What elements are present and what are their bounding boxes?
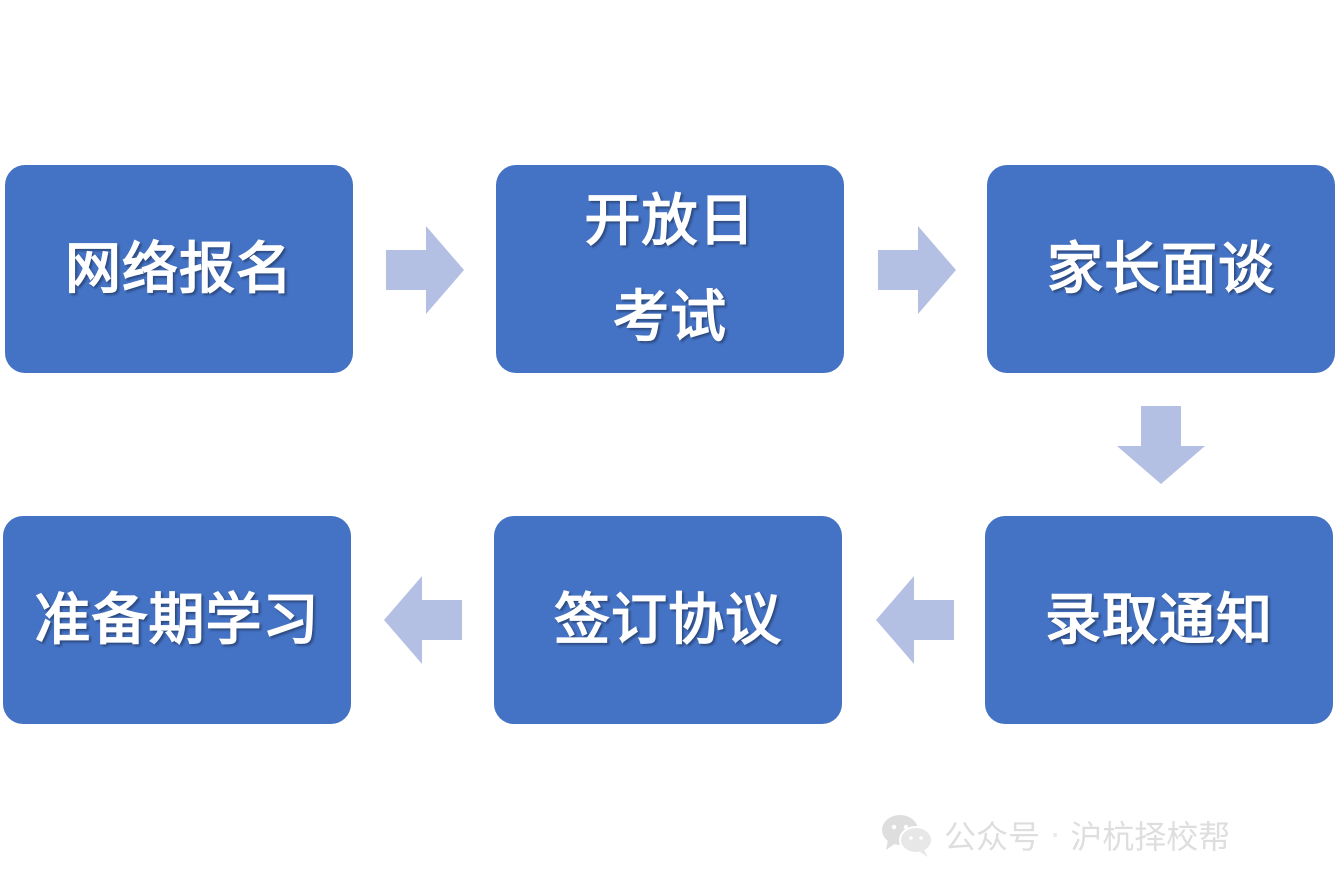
arrow-left-icon <box>384 576 462 664</box>
arrow-left-icon <box>876 576 954 664</box>
step-label-line-1: 开放日 <box>584 188 756 254</box>
step-label: 准备期学习 <box>34 587 320 653</box>
step-label: 家长面谈 <box>1047 236 1275 302</box>
wechat-icon <box>882 815 933 857</box>
step-label: 签订协议 <box>554 587 782 653</box>
step-preparatory-study: 准备期学习 <box>3 516 351 724</box>
step-open-day-exam: 开放日 考试 <box>496 165 844 373</box>
watermark: 公众号 · 沪杭择校帮 <box>880 800 1320 870</box>
arrow-down-icon <box>1117 406 1205 484</box>
arrow-right-icon <box>878 226 956 314</box>
arrow-right-icon <box>386 226 464 314</box>
step-label: 网络报名 <box>65 236 293 302</box>
watermark-separator: · <box>1050 816 1061 854</box>
step-label-line-2: 考试 <box>613 284 727 350</box>
watermark-source: 公众号 <box>944 818 1041 856</box>
step-parent-interview: 家长面谈 <box>987 165 1335 373</box>
watermark-account: 沪杭择校帮 <box>1070 818 1231 856</box>
step-online-registration: 网络报名 <box>5 165 353 373</box>
step-label: 录取通知 <box>1045 587 1273 653</box>
step-sign-agreement: 签订协议 <box>494 516 842 724</box>
step-admission-notice: 录取通知 <box>985 516 1333 724</box>
